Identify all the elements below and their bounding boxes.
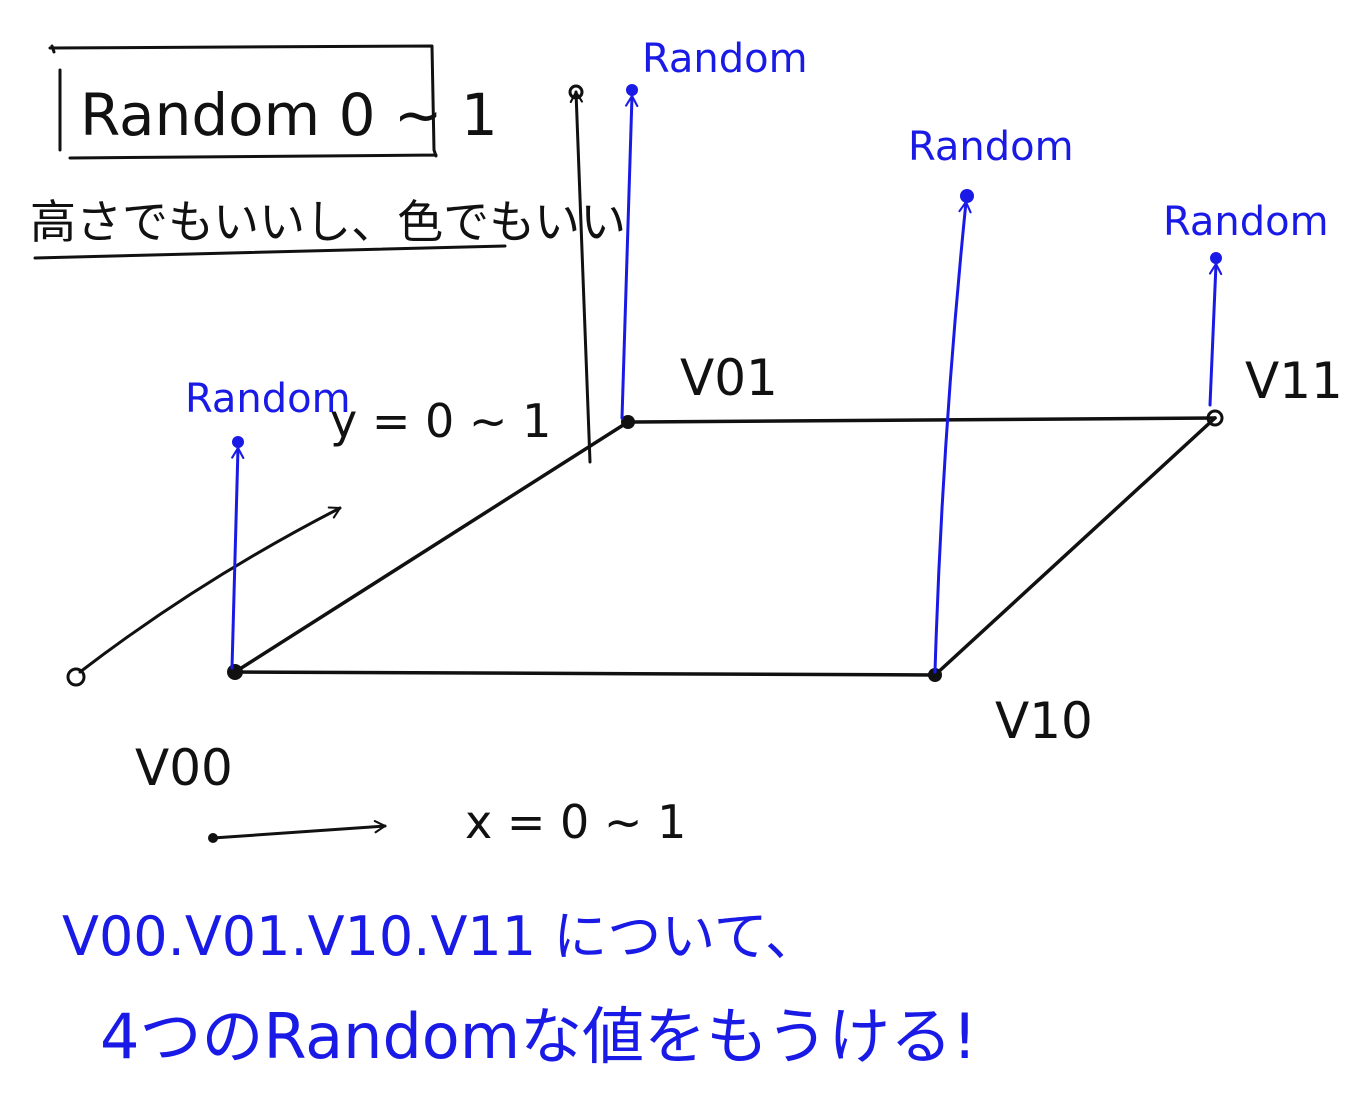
vertex-dot-v00 — [227, 664, 243, 680]
random-label-v01: Random — [642, 36, 808, 82]
y-axis-label: y = 0 ~ 1 — [330, 394, 551, 448]
random-label-v11: Random — [1163, 199, 1329, 245]
vertex-label-v00: V00 — [135, 739, 233, 797]
random-arrow-v11 — [1208, 252, 1223, 407]
random-label-v00: Random — [185, 376, 351, 422]
vertex-label-v10: V10 — [995, 692, 1093, 750]
x-axis-arrow — [208, 820, 387, 843]
subtitle-group: 高さでもいいし、色でもいい — [30, 195, 626, 260]
random-arrow-v01 — [620, 84, 639, 420]
vertex-dots — [227, 409, 1224, 682]
vertex-dot-v01 — [621, 415, 635, 429]
footer-line-1: V00.V01.V10.V11 について、 — [62, 905, 819, 968]
title-text: Random 0 ~ 1 — [80, 81, 498, 149]
random-arrow-v00 — [230, 436, 245, 670]
y-axis-arrow — [66, 506, 342, 687]
title-box: Random 0 ~ 1 — [48, 44, 498, 160]
vertex-label-v11: V11 — [1245, 352, 1343, 410]
subtitle-text: 高さでもいいし、色でもいい — [30, 195, 626, 249]
vertex-dot-v11 — [1206, 409, 1224, 427]
random-label-v10: Random — [908, 124, 1074, 170]
vertex-label-v01: V01 — [680, 349, 778, 407]
height-axis — [568, 84, 592, 464]
vertex-dot-v10 — [928, 668, 942, 682]
x-axis-label: x = 0 ~ 1 — [465, 795, 686, 849]
plane — [233, 416, 1217, 677]
random-arrow-v10 — [933, 189, 974, 674]
footer-line-2: 4つのRandomな値をもうける! — [100, 1000, 977, 1073]
